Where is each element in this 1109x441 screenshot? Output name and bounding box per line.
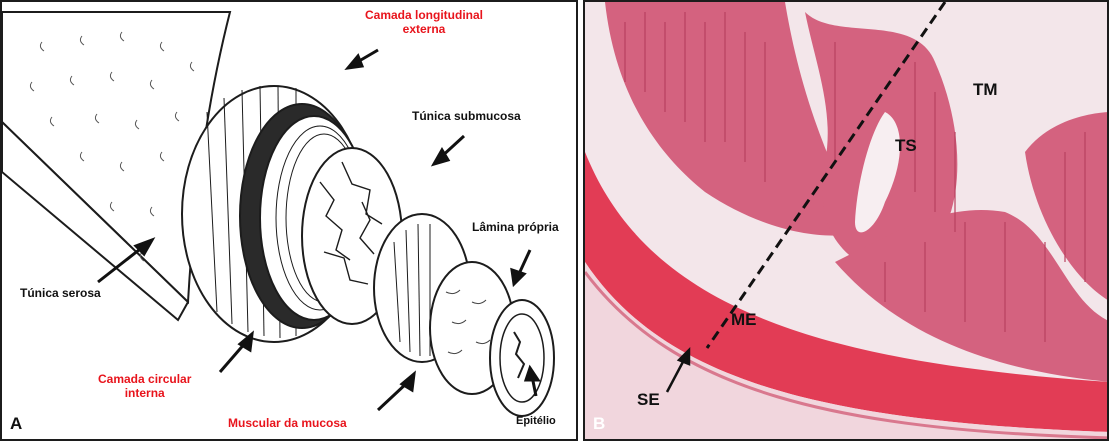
label-tunica-submucosa: Túnica submucosa (412, 109, 521, 123)
label-ts: TS (895, 136, 917, 156)
panel-a-diagram: Camada longitudinalexterna Túnica submuc… (0, 0, 578, 441)
label-tunica-serosa: Túnica serosa (20, 286, 101, 300)
label-camada-circular: Camada circularinterna (98, 372, 191, 400)
label-epitelio: Epitélio (516, 414, 556, 428)
label-me: ME (731, 310, 757, 330)
label-tm: TM (973, 80, 998, 100)
histology-section (585, 2, 1109, 441)
label-se: SE (637, 390, 660, 410)
panel-letter-a: A (10, 414, 22, 434)
label-lamina-propria: Lâmina própria (472, 220, 559, 234)
label-camada-longitudinal: Camada longitudinalexterna (365, 8, 483, 36)
panel-b-micrograph: TM TS ME SE B (583, 0, 1109, 441)
panel-letter-b: B (593, 414, 605, 434)
label-muscular-da-mucosa: Muscular da mucosa (228, 416, 347, 430)
